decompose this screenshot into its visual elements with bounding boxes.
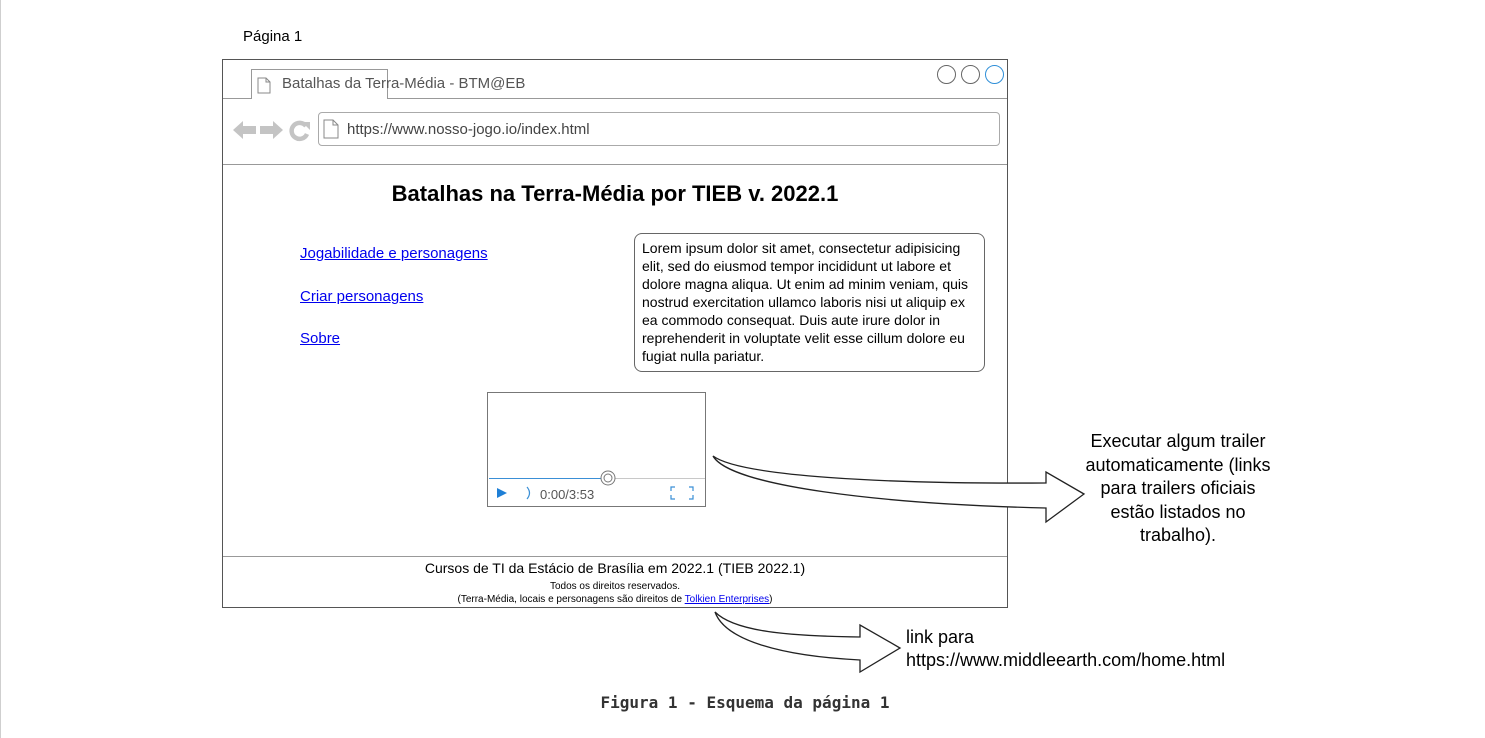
footer-credit: (Terra-Média, locais e personagens são d…: [223, 594, 1007, 605]
back-arrow-icon[interactable]: [233, 120, 257, 140]
browser-tab[interactable]: [251, 69, 388, 99]
video-time: 0:00/3:53: [540, 487, 595, 502]
canvas-left-border: [0, 0, 1, 738]
footer-divider: [223, 556, 1007, 557]
page-icon: [323, 119, 339, 139]
toolbar-divider: [223, 164, 1007, 165]
description-text-box: Lorem ipsum dolor sit amet, consectetur …: [634, 233, 985, 372]
fullscreen-icon[interactable]: [670, 486, 694, 500]
tab-strip-divider: [223, 98, 1007, 99]
footer-main-text: Cursos de TI da Estácio de Brasília em 2…: [424, 560, 806, 576]
page-icon: [257, 77, 271, 94]
trailer-annotation: Executar algum trailer automaticamente (…: [1085, 431, 1271, 545]
video-progress-played: [489, 478, 608, 479]
window-minimize-button[interactable]: [937, 65, 956, 84]
link-annotation: link para https://www.middleearth.com/hom…: [906, 626, 1225, 672]
page-title: Batalhas na Terra-Média por TIEB v. 2022…: [391, 181, 839, 206]
tab-title: Batalhas da Terra-Média - BTM@EB: [282, 75, 526, 92]
reload-icon[interactable]: [289, 120, 311, 142]
browser-window-mockup: Batalhas da Terra-Média - BTM@EB https:/…: [222, 59, 1008, 608]
window-close-button[interactable]: [985, 65, 1004, 84]
address-bar[interactable]: [318, 112, 1000, 146]
page-label: Página 1: [243, 28, 303, 45]
link-annotation-line1: link para: [906, 627, 975, 647]
forward-arrow-icon[interactable]: [259, 120, 283, 140]
video-progress-remaining: [608, 478, 705, 479]
window-maximize-button[interactable]: [961, 65, 980, 84]
tolkien-enterprises-link[interactable]: Tolkien Enterprises: [684, 594, 770, 605]
nav-link-create-characters[interactable]: Criar personagens: [300, 288, 424, 305]
footer-credit-suffix: ): [769, 594, 773, 605]
footer-credit-prefix: (Terra-Média, locais e personagens são d…: [457, 594, 685, 605]
trailer-callout-arrow: [712, 455, 1086, 524]
link-callout-arrow: [714, 611, 902, 674]
volume-icon[interactable]: [524, 486, 534, 500]
play-icon[interactable]: [496, 486, 508, 500]
link-annotation-line2: https://www.middleearth.com/home.html: [906, 650, 1226, 670]
nav-link-about[interactable]: Sobre: [300, 330, 341, 347]
address-url[interactable]: https://www.nosso-jogo.io/index.html: [347, 121, 590, 138]
footer-rights-text: Todos os direitos reservados.: [549, 581, 681, 592]
nav-link-gameplay[interactable]: Jogabilidade e personagens: [300, 245, 488, 262]
video-player[interactable]: 0:00/3:53: [487, 392, 706, 507]
figure-caption: Figura 1 - Esquema da página 1: [600, 693, 890, 712]
scrubber-icon[interactable]: [600, 470, 616, 486]
